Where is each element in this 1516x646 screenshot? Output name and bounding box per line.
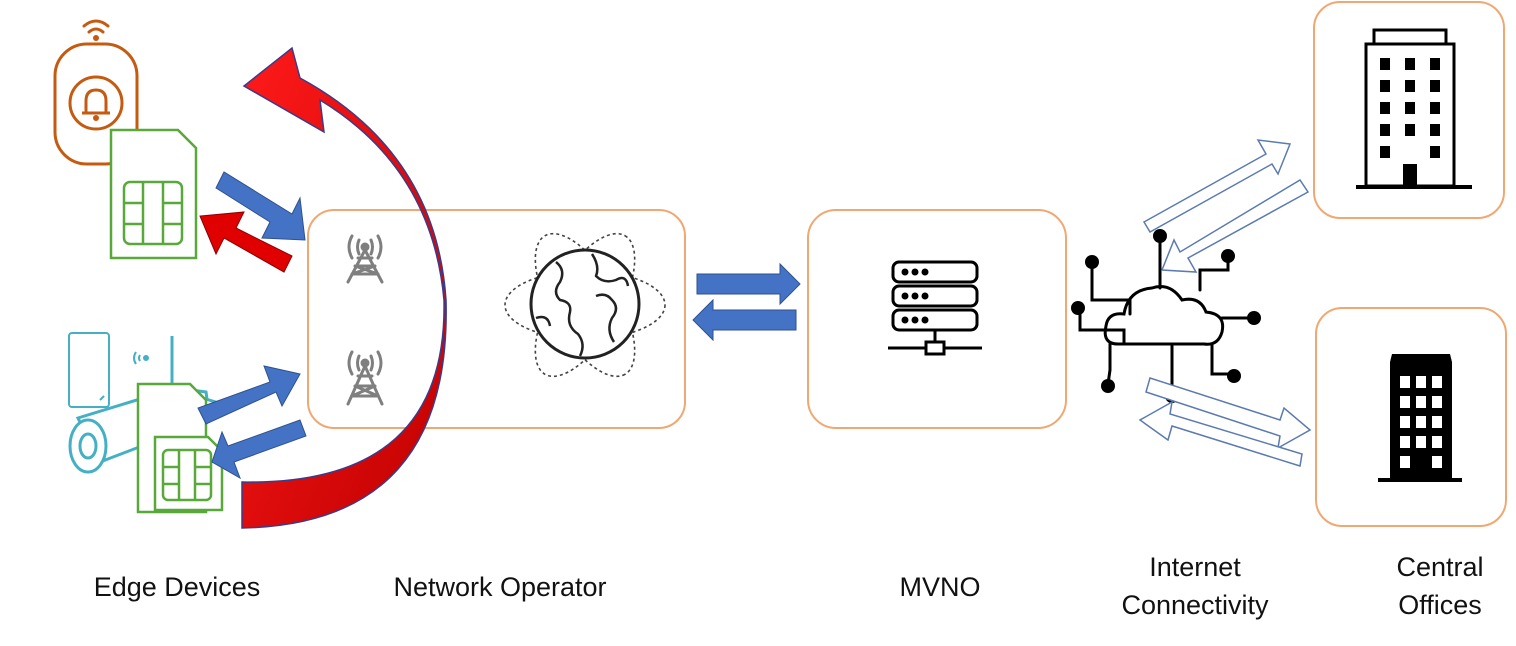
office-bottom-to-cloud-arrow <box>1138 400 1303 467</box>
sim-card-icon-top <box>109 128 198 260</box>
network-operator-label: Network Operator <box>393 572 607 602</box>
office-building-solid-icon <box>1378 354 1462 482</box>
cell-tower-icon-top <box>346 234 384 284</box>
downlink-arrow-red <box>199 211 293 273</box>
internet-label-line1: Internet <box>1149 552 1241 582</box>
cell-tower-icon-bottom <box>346 350 384 406</box>
cloud-node-dots <box>1071 229 1261 403</box>
edge-devices-label: Edge Devices <box>93 572 261 602</box>
office-building-outline-icon <box>1356 28 1472 189</box>
downlink-arrow-bottom <box>211 419 307 480</box>
central-label-line1: Central <box>1396 552 1484 582</box>
internet-connectivity-label: Internet Connectivity <box>1090 548 1300 624</box>
wireless-signal-icon <box>133 351 149 365</box>
uplink-arrow-top <box>215 171 306 241</box>
red-curved-arrow <box>241 46 447 529</box>
globe-icon <box>504 232 666 378</box>
sim-card-icon-bottom <box>136 382 224 514</box>
uplink-arrow-bottom <box>197 365 301 425</box>
mvno-label: MVNO <box>899 572 981 602</box>
central-offices-label: Central Offices <box>1370 548 1510 624</box>
internet-label-line2: Connectivity <box>1121 590 1269 620</box>
cloud-to-office-top-arrow <box>1142 139 1292 234</box>
server-icon <box>888 260 982 356</box>
office-top-to-cloud-arrow <box>1160 178 1310 273</box>
cloud-to-office-bottom-arrow <box>1145 377 1312 450</box>
mvno-to-operator-arrow <box>692 298 797 342</box>
central-label-line2: Offices <box>1398 590 1482 620</box>
mvno-box <box>807 209 1067 429</box>
phone-icon <box>68 332 110 408</box>
operator-to-mvno-arrow <box>696 262 801 306</box>
